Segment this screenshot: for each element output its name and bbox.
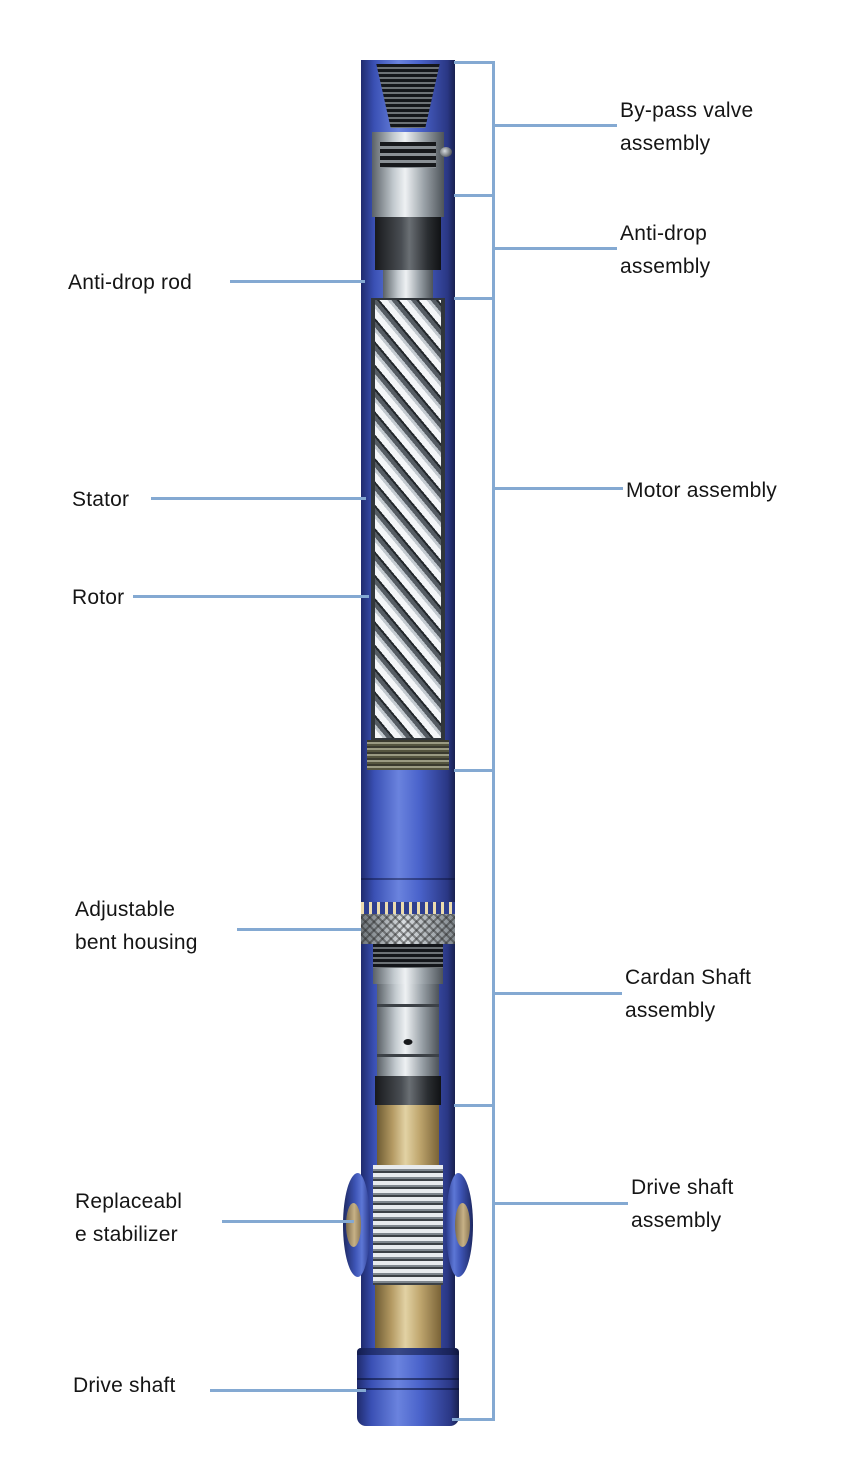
label-drive-shaft-assembly: Drive shaft assembly: [631, 1171, 734, 1237]
cardan-collar-graphic: [373, 968, 443, 984]
label-line: Anti-drop: [620, 222, 708, 245]
leader-motor-assembly: [494, 487, 623, 490]
shaft-ring-line: [377, 1054, 439, 1057]
label-adjustable-bent-housing: Adjustable bent housing: [75, 893, 198, 959]
stator-graphic: [371, 298, 445, 740]
label-line: e stabilizer: [75, 1223, 178, 1246]
lower-drive-shaft-graphic: [361, 1285, 455, 1348]
gold-shaft-lower-graphic: [375, 1285, 441, 1348]
bracket-line: [492, 61, 495, 1421]
upper-drive-shaft-graphic: [361, 1105, 455, 1165]
bypass-valve-section-graphic: [361, 132, 455, 195]
rotor-helix-graphic: [375, 300, 441, 738]
label-line: Anti-drop rod: [68, 271, 192, 294]
label-line: Rotor: [72, 586, 125, 609]
leader-bypass-valve-assembly: [494, 124, 617, 127]
label-cardan-shaft-assembly: Cardan Shaft assembly: [625, 961, 751, 1027]
label-line: assembly: [625, 999, 716, 1022]
bit-box-graphic: [357, 1348, 459, 1426]
joint-threads-graphic: [367, 740, 449, 770]
leader-rotor: [133, 595, 369, 598]
bit-box-lip-line: [357, 1348, 459, 1355]
bearing-stabilizer-section-graphic: [343, 1165, 473, 1285]
leader-anti-drop-rod: [230, 280, 365, 283]
bypass-port-icon: [440, 147, 452, 157]
anti-drop-section-graphic: [361, 195, 455, 298]
shaft-ring-line: [377, 1004, 439, 1007]
top-sub-graphic: [361, 60, 455, 132]
anti-drop-rod-graphic: [383, 270, 433, 298]
bent-housing-adjust-ring-graphic: [361, 914, 455, 944]
valve-piston-graphic: [380, 142, 436, 168]
label-line: assembly: [620, 132, 711, 155]
leader-replaceable-stabilizer: [222, 1220, 354, 1223]
leader-drive-shaft-assembly: [494, 1202, 628, 1205]
label-bypass-valve-assembly: By-pass valve assembly: [620, 94, 753, 160]
cardan-section-graphic: [361, 944, 455, 1105]
gold-shaft-graphic: [377, 1105, 439, 1165]
label-anti-drop-rod: Anti-drop rod: [68, 266, 192, 299]
stabilizer-pad-left-graphic: [346, 1203, 361, 1247]
bracket-tick-bypass-antidrop: [454, 194, 495, 197]
bit-box-groove-line: [357, 1378, 459, 1380]
cardan-lower-collar-graphic: [375, 1076, 441, 1105]
cardan-top-threads-graphic: [373, 944, 443, 968]
label-line: Motor assembly: [626, 479, 778, 502]
bracket-tick-bottom: [452, 1418, 495, 1421]
threaded-joint-graphic: [361, 740, 455, 770]
leader-stator: [151, 497, 366, 500]
label-drive-shaft: Drive shaft: [73, 1369, 176, 1402]
bracket-tick-top: [454, 61, 495, 64]
collar-graphic: [372, 195, 444, 217]
thrust-bearing-stack-graphic: [373, 1165, 443, 1285]
label-line: Replaceabl: [75, 1190, 183, 1213]
valve-body-graphic: [372, 132, 444, 195]
label-line: assembly: [620, 255, 711, 278]
label-line: Adjustable: [75, 898, 176, 921]
label-line: Drive shaft: [73, 1374, 176, 1397]
label-line: Cardan Shaft: [625, 966, 752, 989]
label-line: bent housing: [75, 931, 198, 954]
bracket-tick-cardan-driveshaft: [454, 1104, 495, 1107]
label-line: assembly: [631, 1209, 722, 1232]
label-line: By-pass valve: [620, 99, 754, 122]
motor-housing-graphic: [361, 770, 455, 904]
bent-housing-marking-band: [361, 902, 455, 914]
thread-connector-graphic: [376, 64, 440, 128]
leader-drive-shaft: [210, 1389, 366, 1392]
housing-taper-line: [361, 878, 455, 880]
label-line: Drive shaft: [631, 1176, 734, 1199]
label-rotor: Rotor: [72, 581, 124, 614]
label-anti-drop-assembly: Anti-drop assembly: [620, 217, 710, 283]
anti-drop-nut-graphic: [375, 217, 441, 270]
leader-anti-drop-assembly: [494, 247, 617, 250]
leader-adjustable-bent-housing: [237, 928, 361, 931]
leader-cardan-shaft-assembly: [494, 992, 622, 995]
power-section-graphic: [361, 298, 455, 740]
bit-box-groove-line: [357, 1388, 459, 1390]
cardan-shaft-graphic: [377, 984, 439, 1076]
bracket-tick-antidrop-motor: [454, 297, 495, 300]
label-stator: Stator: [72, 483, 129, 516]
label-line: Stator: [72, 488, 130, 511]
shaft-hole-icon: [403, 1039, 413, 1045]
stabilizer-pad-right-graphic: [455, 1203, 470, 1247]
downhole-motor-graphic: [343, 60, 473, 1426]
label-replaceable-stabilizer: Replaceabl e stabilizer: [75, 1185, 182, 1251]
label-motor-assembly: Motor assembly: [626, 474, 777, 507]
bracket-tick-motor-cardan: [454, 769, 495, 772]
